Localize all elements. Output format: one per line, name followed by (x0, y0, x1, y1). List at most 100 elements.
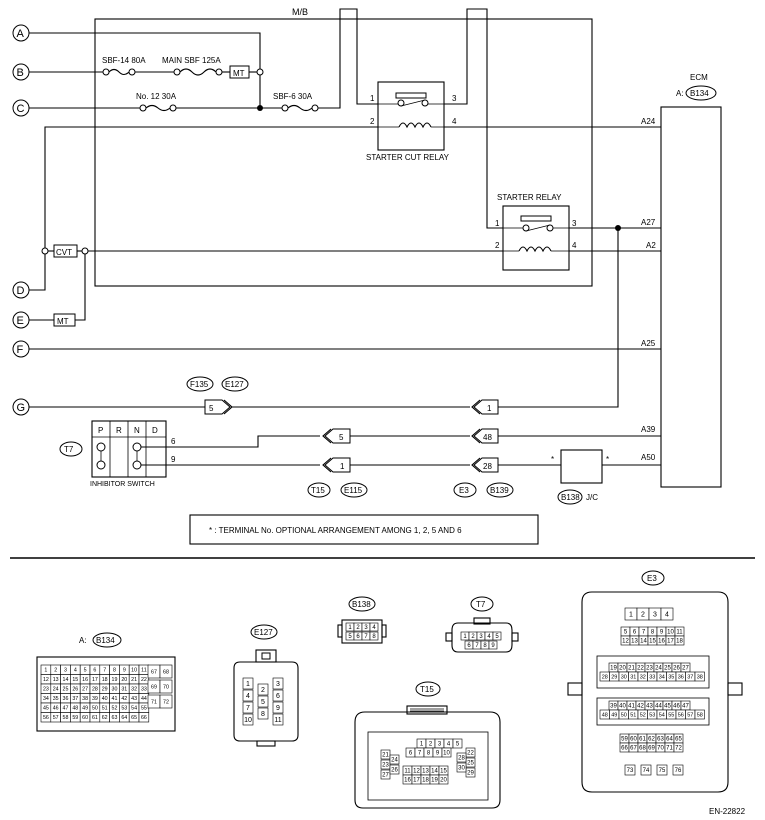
connector-f-label: F (17, 344, 24, 356)
fuse-sbf14 (102, 68, 136, 76)
pin-number: 4 (74, 668, 77, 674)
pin-cell (492, 631, 502, 641)
pin-number: 30 (112, 687, 118, 693)
pin-number: 37 (687, 674, 693, 680)
pin-number: 71 (151, 699, 157, 705)
connector-g-label: G (17, 402, 26, 414)
pin-cell (488, 640, 498, 650)
t7-housing (445, 617, 519, 653)
pin-number: 44 (655, 704, 662, 710)
pin-number: 40 (619, 704, 626, 710)
connector-c-label: C (17, 103, 25, 115)
pin-number: 55 (668, 712, 674, 718)
splice-cvt (81, 247, 89, 255)
pin-number: 14 (431, 769, 438, 775)
sr-pin-4: 4 (572, 241, 577, 250)
inhibitor-pos-n: N (134, 426, 140, 435)
t15-face-oval (415, 681, 441, 697)
pin-cell (465, 747, 476, 758)
pin-number: 9 (276, 705, 280, 712)
pin-number: 31 (121, 687, 127, 693)
pin-cell (694, 709, 705, 720)
pin-number: 24 (655, 666, 662, 672)
pin-number: 28 (92, 687, 98, 693)
pin-number: 59 (621, 737, 628, 743)
pin-cell (242, 701, 254, 714)
scr-pin-1: 1 (370, 94, 375, 103)
pin-cell (272, 677, 284, 690)
pin-e3-48: 48 (483, 433, 492, 442)
pin-number: 38 (697, 674, 703, 680)
connector-e3-plug-48 (471, 428, 499, 444)
pin-number: 22 (141, 677, 147, 683)
scr-pin-2: 2 (370, 117, 375, 126)
sr-pin-1: 1 (495, 219, 500, 228)
pin-number: 3 (276, 681, 280, 688)
pin-number: 20 (440, 778, 447, 784)
pin-number: 47 (682, 704, 689, 710)
pin-cell (272, 713, 284, 726)
fuse-sbf6 (281, 104, 319, 112)
pin-number: 6 (467, 643, 471, 649)
pin-cell (272, 689, 284, 702)
pin-cell (456, 752, 467, 763)
pin-number: 28 (458, 756, 465, 762)
b138-label: B138 (561, 493, 580, 502)
pin-number: 7 (418, 751, 422, 757)
pin-number: 63 (657, 737, 664, 743)
pin-number: 26 (72, 687, 78, 693)
pin-number: 18 (676, 639, 683, 645)
t7-label: T7 (64, 445, 74, 454)
pin-number: 48 (602, 712, 608, 718)
pin-number: 25 (467, 761, 474, 767)
e127-oval (221, 376, 249, 392)
pin-cell (672, 764, 684, 776)
sr-pin-2: 2 (495, 241, 500, 250)
pin-number: 40 (102, 696, 108, 702)
b134-oval (92, 632, 122, 648)
jc-star-left: * (551, 455, 554, 464)
pin-number: 61 (92, 715, 98, 721)
connector-b-label: B (17, 67, 24, 79)
pin-number: 9 (436, 751, 440, 757)
pin-number: 43 (131, 696, 137, 702)
e127-label: E127 (225, 380, 244, 389)
pin-number: 54 (659, 712, 665, 718)
pin-number: 50 (621, 712, 627, 718)
pin-number: 2 (261, 687, 265, 694)
pin-number: 27 (82, 687, 88, 693)
pin-number: 45 (664, 704, 671, 710)
pin-cell (660, 607, 674, 621)
pin-t15-5: 5 (339, 433, 344, 442)
pin-number: 67 (151, 669, 157, 675)
pin-number: 23 (646, 666, 653, 672)
pin-number: 22 (467, 751, 474, 757)
pin-number: 1 (44, 668, 47, 674)
pin-number: 16 (404, 778, 411, 784)
pin-number: 49 (611, 712, 617, 718)
wire-9-label: 9 (171, 455, 176, 464)
connector-a-label: A (17, 28, 25, 40)
pin-number: 67 (630, 746, 637, 752)
pin-number: 70 (163, 684, 169, 690)
e3-housing (567, 591, 743, 793)
pin-number: 4 (447, 742, 451, 748)
pin-number: 33 (649, 674, 655, 680)
pin-number: 3 (479, 634, 483, 640)
starter-relay-label: STARTER RELAY (497, 193, 562, 202)
b134-prefix: A: (79, 636, 87, 645)
pin-number: 71 (666, 746, 673, 752)
pin-number: 10 (244, 717, 252, 724)
pin-number: 35 (668, 674, 674, 680)
wire-6 (141, 435, 320, 448)
ecm-outline (660, 106, 722, 488)
t7-oval (59, 441, 83, 457)
pin-number: 74 (643, 768, 650, 774)
e115-oval (340, 482, 368, 498)
inhibitor-switch-label: INHIBITOR SWITCH (90, 481, 155, 488)
pin-number: 36 (678, 674, 684, 680)
pin-number: 31 (630, 674, 636, 680)
pin-number: 3 (364, 625, 368, 631)
